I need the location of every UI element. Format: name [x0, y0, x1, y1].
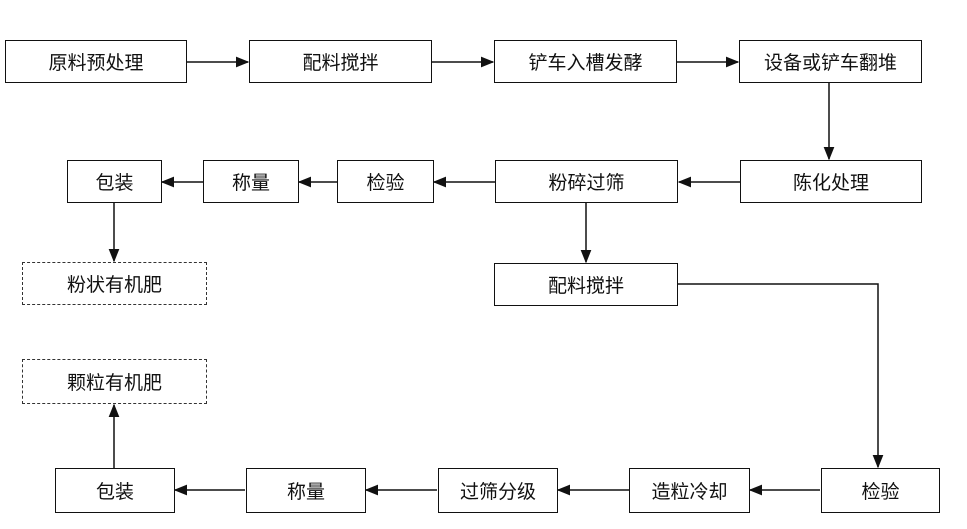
node-inspect-1: 检验 [337, 160, 434, 203]
node-mixing-1: 配料搅拌 [249, 40, 432, 83]
node-sieve-grade: 过筛分级 [438, 468, 558, 513]
node-granular-fertilizer: 颗粒有机肥 [22, 359, 207, 404]
node-crush-sieve: 粉碎过筛 [495, 160, 678, 203]
node-turning: 设备或铲车翻堆 [739, 40, 922, 83]
node-granulate-cool: 造粒冷却 [629, 468, 750, 513]
arrow-mixing2-to-inspect2 [678, 283, 884, 469]
node-pack-2: 包装 [55, 468, 175, 513]
node-weigh-2: 称量 [246, 468, 366, 513]
node-mixing-2: 配料搅拌 [494, 263, 678, 306]
node-raw-pretreatment: 原料预处理 [5, 40, 187, 83]
node-pack-1: 包装 [67, 160, 162, 203]
node-loader-ferment: 铲车入槽发酵 [494, 40, 677, 83]
node-inspect-2: 检验 [821, 468, 940, 513]
node-aging: 陈化处理 [740, 160, 922, 203]
node-powder-fertilizer: 粉状有机肥 [22, 262, 207, 305]
node-weigh-1: 称量 [203, 160, 299, 203]
